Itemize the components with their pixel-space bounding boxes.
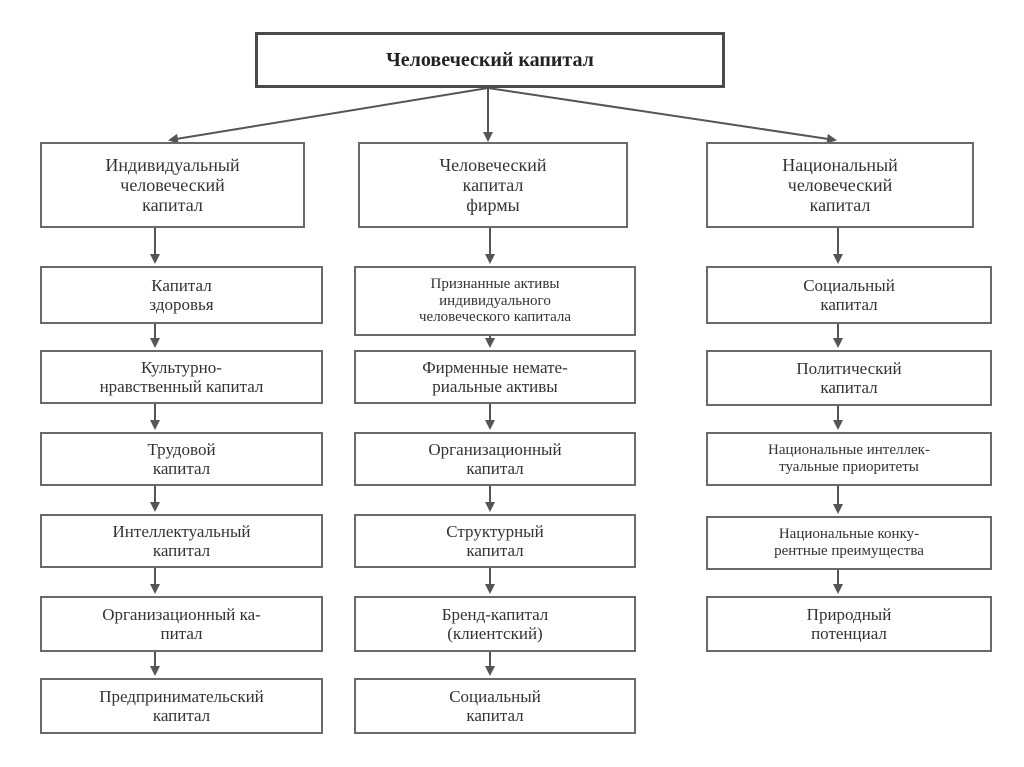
col3-item-4-node: Национальные конку- рентные преимущества <box>706 516 992 570</box>
arrow-root-to-col3 <box>487 87 837 144</box>
col1-item-2-node: Культурно- нравственный капитал <box>40 350 323 404</box>
col2-item-6-node: Социальный капитал <box>354 678 636 734</box>
col3-item-5-node: Природный потенциал <box>706 596 992 652</box>
col3-item-1-node: Социальный капитал <box>706 266 992 324</box>
col2-item-4-node: Структурный капитал <box>354 514 636 568</box>
col2-item-2-node: Фирменные немате- риальные активы <box>354 350 636 404</box>
col1-header-node: Индивидуальный человеческий капитал <box>40 142 305 228</box>
col1-item-3-node: Трудовой капитал <box>40 432 323 486</box>
col3-item-3-node: Национальные интеллек- туальные приорите… <box>706 432 992 486</box>
col3-item-2-node: Политический капитал <box>706 350 992 406</box>
col1-item-4-node: Интеллектуальный капитал <box>40 514 323 568</box>
col2-item-3-node: Организационный капитал <box>354 432 636 486</box>
col3-header-node: Национальный человеческий капитал <box>706 142 974 228</box>
root-node: Человеческий капитал <box>255 32 725 88</box>
arrow-root-to-col1 <box>168 87 489 144</box>
col1-item-5-node: Организационный ка- питал <box>40 596 323 652</box>
col2-item-1-node: Признанные активы индивидуального челове… <box>354 266 636 336</box>
col1-item-1-node: Капитал здоровья <box>40 266 323 324</box>
col2-header-node: Человеческий капитал фирмы <box>358 142 628 228</box>
col2-item-5-node: Бренд-капитал (клиентский) <box>354 596 636 652</box>
col1-item-6-node: Предпринимательский капитал <box>40 678 323 734</box>
